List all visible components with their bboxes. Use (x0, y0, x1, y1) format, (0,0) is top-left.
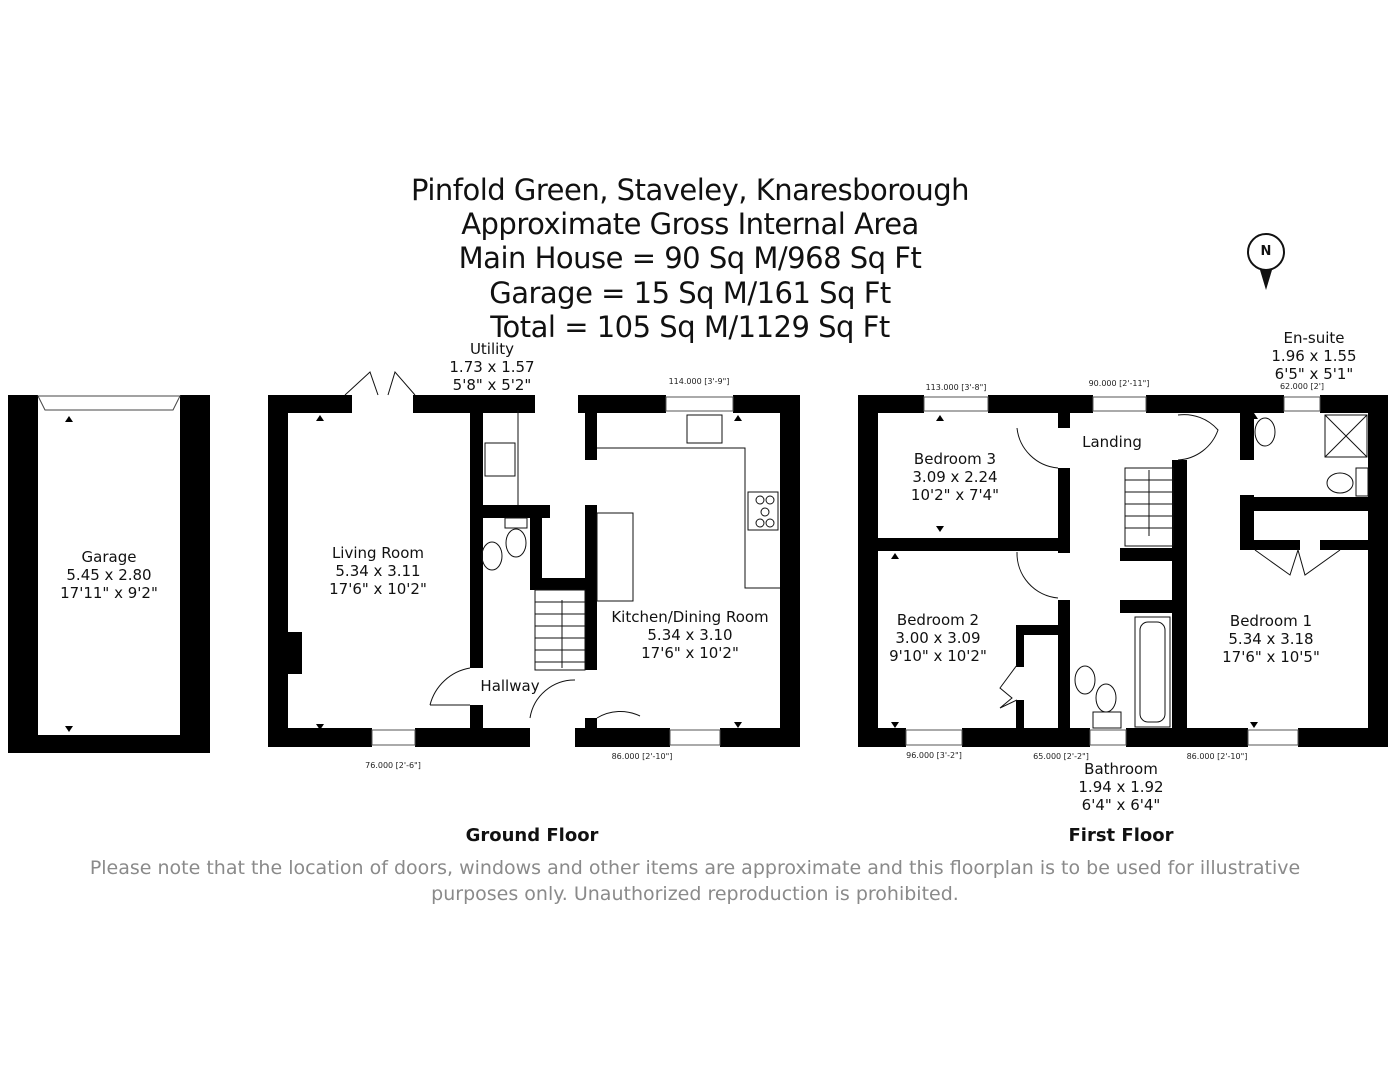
room-name: Bedroom 2 (896, 611, 980, 629)
room-name: Bedroom 1 (1229, 612, 1313, 630)
room-imperial: 17'6" x 10'2" (641, 644, 739, 662)
room-imperial: 6'4" x 6'4" (1081, 796, 1161, 814)
ground-floor-walls (268, 395, 800, 747)
window-dim-bed2-bottom: 96.000 [3'-2"] (906, 751, 962, 760)
room-metric: 3.09 x 2.24 (912, 468, 998, 486)
window-dim-landing-top: 90.000 [2'-11"] (1088, 379, 1150, 388)
floor-label-ground: Ground Floor (465, 825, 599, 846)
room-metric: 1.94 x 1.92 (1078, 778, 1164, 796)
room-metric: 5.34 x 3.11 (335, 562, 421, 580)
windows (371, 396, 1321, 746)
room-name: En-suite (1283, 329, 1345, 347)
room-name: Hallway (480, 677, 540, 695)
room-imperial: 6'5" x 5'1" (1274, 365, 1354, 383)
compass-label: N (1260, 244, 1272, 259)
window-dim-living-bottom: 76.000 [2'-6"] (365, 761, 421, 770)
room-bedroom2: Bedroom 2 3.00 x 3.09 9'10" x 10'2" (889, 611, 987, 665)
room-metric: 5.34 x 3.10 (647, 626, 733, 644)
room-imperial: 5'8" x 5'2" (452, 376, 532, 394)
header-line-address: Pinfold Green, Staveley, Knaresborough (411, 173, 969, 207)
room-utility: Utility 1.73 x 1.57 5'8" x 5'2" (449, 340, 534, 394)
room-living: Living Room 5.34 x 3.11 17'6" x 10'2" (329, 544, 427, 598)
room-name: Bedroom 3 (913, 450, 997, 468)
room-name: Garage (81, 548, 137, 566)
garage-walls (8, 395, 210, 753)
room-name: Utility (469, 340, 515, 358)
header-line-garage: Garage = 15 Sq M/161 Sq Ft (489, 276, 891, 310)
room-imperial: 17'6" x 10'5" (1222, 648, 1320, 666)
room-kitchen: Kitchen/Dining Room 5.34 x 3.10 17'6" x … (611, 608, 768, 662)
room-imperial: 17'11" x 9'2" (60, 584, 158, 602)
room-ensuite: En-suite 1.96 x 1.55 6'5" x 5'1" (1271, 329, 1356, 383)
room-name: Living Room (331, 544, 425, 562)
room-hallway: Hallway (480, 677, 539, 695)
window-dim-bed1-bottom: 86.000 [2'-10"] (1186, 752, 1248, 761)
window-dim-ensuite-top: 62.000 [2'] (1279, 382, 1325, 391)
room-metric: 5.45 x 2.80 (66, 566, 152, 584)
room-imperial: 17'6" x 10'2" (329, 580, 427, 598)
disclaimer-line-1: Please note that the location of doors, … (89, 857, 1301, 879)
room-metric: 1.96 x 1.55 (1271, 347, 1357, 365)
room-bedroom3: Bedroom 3 3.09 x 2.24 10'2" x 7'4" (911, 450, 999, 504)
first-floor-walls (858, 395, 1388, 747)
room-imperial: 9'10" x 10'2" (889, 647, 987, 665)
north-arrow-icon (1247, 233, 1285, 290)
room-bedroom1: Bedroom 1 5.34 x 3.18 17'6" x 10'5" (1222, 612, 1320, 666)
room-metric: 1.73 x 1.57 (449, 358, 535, 376)
window-dim-bath-bottom: 65.000 [2'-2"] (1033, 752, 1089, 761)
window-dim-kitchen-bottom: 86.000 [2'-10"] (611, 752, 673, 761)
room-name: Bathroom (1084, 760, 1158, 778)
window-dim-bed3-top: 113.000 [3'-8"] (925, 383, 987, 392)
header-line-gia: Approximate Gross Internal Area (461, 207, 919, 241)
room-name: Landing (1082, 433, 1142, 451)
room-metric: 3.00 x 3.09 (895, 629, 981, 647)
window-dim-kitchen-top: 114.000 [3'-9"] (668, 377, 730, 386)
room-imperial: 10'2" x 7'4" (910, 486, 1000, 504)
room-bathroom: Bathroom 1.94 x 1.92 6'4" x 6'4" (1078, 760, 1163, 814)
room-garage: Garage 5.45 x 2.80 17'11" x 9'2" (60, 548, 158, 602)
floor-label-first: First Floor (1068, 825, 1174, 846)
disclaimer-line-2: purposes only. Unauthorized reproduction… (431, 883, 959, 905)
room-metric: 5.34 x 3.18 (1228, 630, 1314, 648)
header-line-total: Total = 105 Sq M/1129 Sq Ft (490, 310, 890, 344)
room-name: Kitchen/Dining Room (611, 608, 769, 626)
header-line-main-house: Main House = 90 Sq M/968 Sq Ft (458, 241, 922, 275)
room-landing: Landing (1082, 433, 1142, 451)
